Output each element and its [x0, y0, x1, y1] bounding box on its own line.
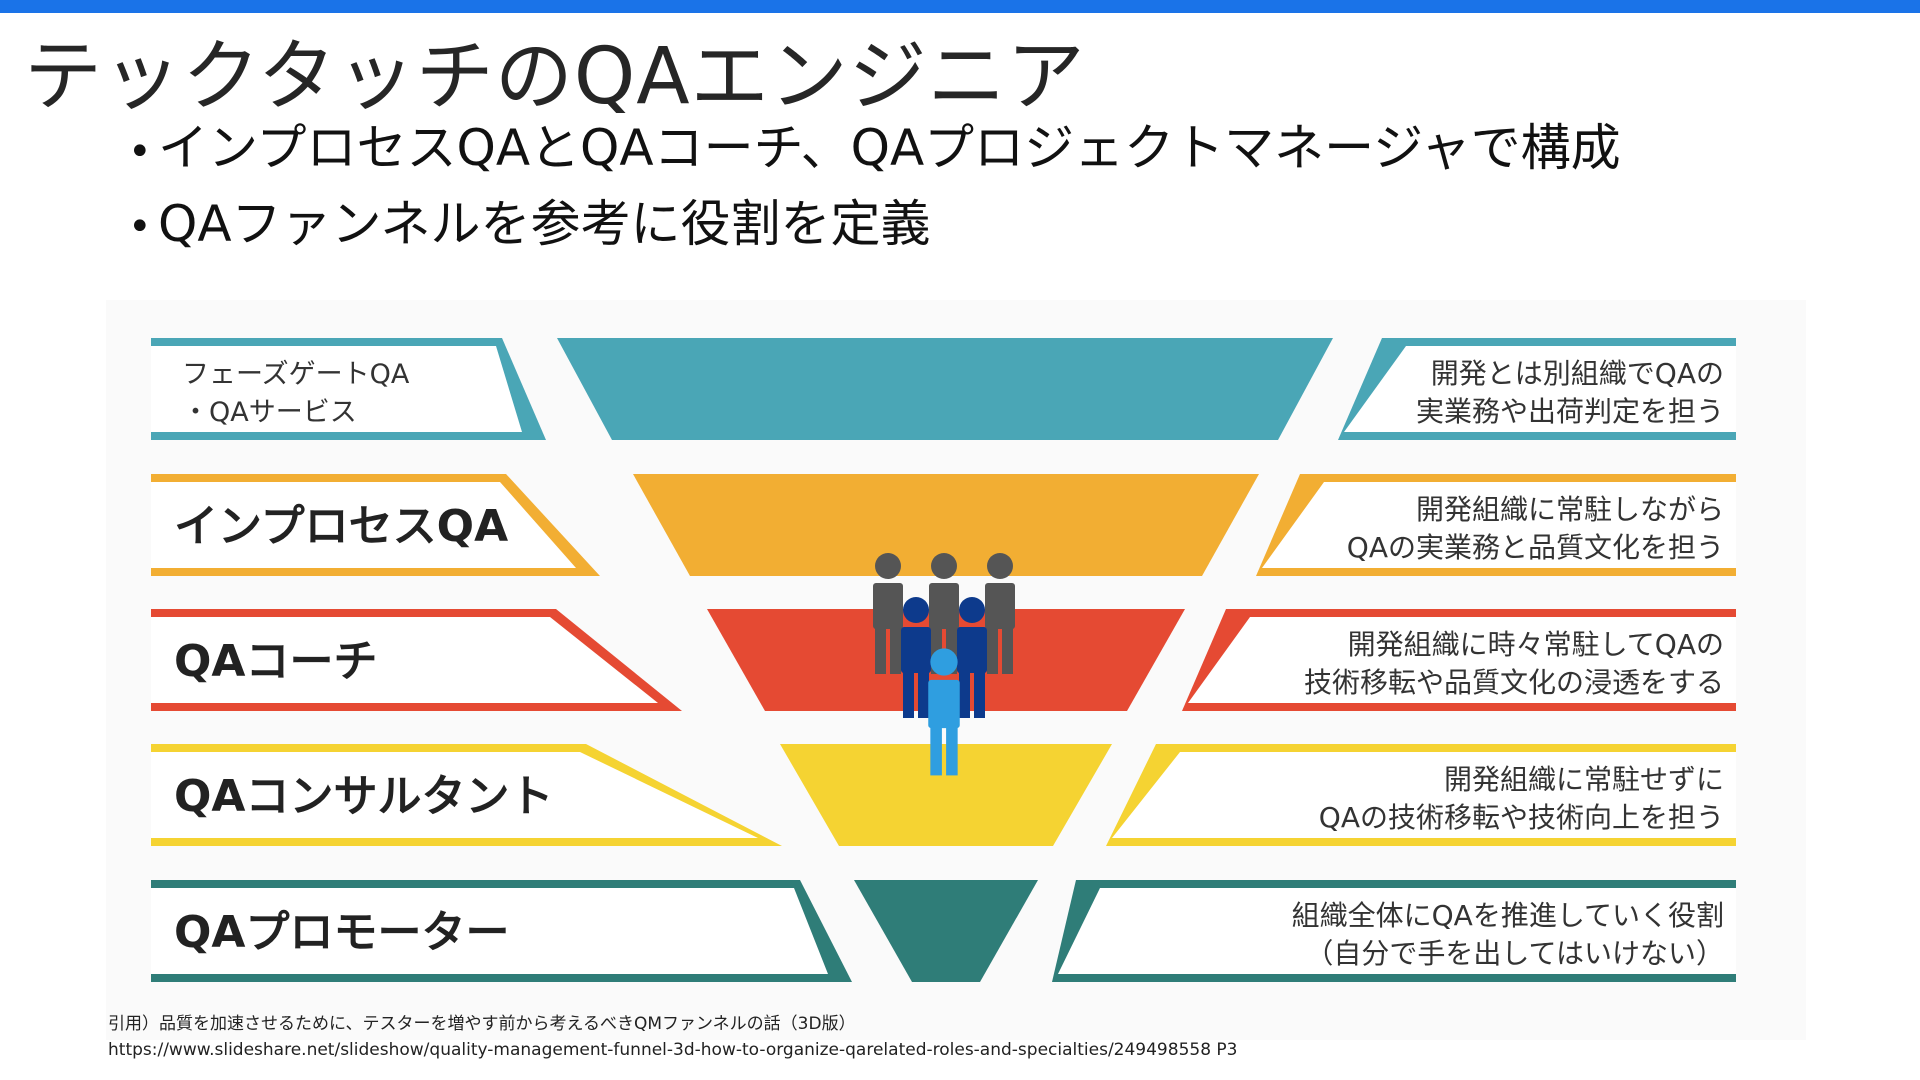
person-icon: [931, 553, 957, 579]
person-icon: [985, 583, 1015, 629]
person-icon: [974, 670, 985, 718]
person-icon: [957, 627, 987, 673]
role-tile: [151, 346, 522, 432]
person-icon: [930, 725, 942, 776]
person-icon: [873, 583, 903, 629]
role-label: インプロセスQA: [174, 501, 508, 552]
citation-text: 引用）品質を加速させるために、テスターを増やす前から考えるべきQMファンネルの話…: [108, 1014, 856, 1034]
role-description: 開発組織に時々常駐してQAの: [1348, 628, 1724, 661]
role-description: （自分で手を出してはいけない）: [1305, 937, 1724, 970]
role-tile: [151, 482, 576, 568]
top-accent-bar: [0, 0, 1920, 13]
person-icon: [903, 597, 929, 623]
role-description: QAの技術移転や技術向上を担う: [1319, 801, 1724, 834]
person-icon: [930, 648, 958, 676]
qa-funnel-diagram: フェーズゲートQA ・QAサービス 開発とは別組織でQAの実業務や出荷判定を担うイン…: [106, 300, 1806, 1040]
role-label: QAコンサルタント: [174, 771, 553, 822]
role-tile: [151, 617, 658, 703]
role-description: 実業務や出荷判定を担う: [1416, 395, 1724, 428]
role-description: 開発組織に常駐しながら: [1416, 493, 1724, 526]
role-tile: [151, 888, 828, 974]
role-description: 組織全体にQAを推進していく役割: [1292, 899, 1724, 932]
qa-funnel-svg: フェーズゲートQA ・QAサービス 開発とは別組織でQAの実業務や出荷判定を担うイン…: [151, 338, 1736, 982]
description-tile: [1058, 888, 1736, 974]
person-icon: [918, 670, 929, 718]
person-icon: [875, 626, 886, 674]
bullet-list: •インプロセスQAとQAコーチ、QAプロジェクトマネージャで構成 •QAファンネ…: [128, 112, 1621, 263]
person-icon: [987, 626, 998, 674]
person-icon: [987, 553, 1013, 579]
role-description: 開発組織に常駐せずに: [1444, 763, 1724, 796]
slide-title: テックタッチのQAエンジニア: [24, 32, 1086, 122]
role-label: ・QAサービス: [182, 397, 357, 428]
person-icon: [875, 553, 901, 579]
bullet-dot-icon: •: [128, 204, 152, 250]
person-icon: [903, 670, 914, 718]
bullet-dot-icon: •: [128, 128, 152, 175]
role-description: QAの実業務と品質文化を担う: [1347, 531, 1724, 564]
role-label: QAコーチ: [174, 636, 377, 687]
bullet-text: QAファンネルを参考に役割を定義: [158, 194, 931, 253]
funnel-segment: [854, 880, 1038, 982]
person-icon: [931, 626, 942, 674]
bullet-text: インプロセスQAとQAコーチ、QAプロジェクトマネージャで構成: [158, 119, 1621, 177]
role-description: 開発とは別組織でQAの: [1431, 357, 1724, 390]
person-icon: [901, 627, 931, 673]
funnel-segment: [557, 338, 1333, 440]
bullet-item: •インプロセスQAとQAコーチ、QAプロジェクトマネージャで構成: [128, 112, 1621, 188]
person-icon: [928, 679, 960, 729]
funnel-segment: [633, 474, 1259, 576]
person-icon: [959, 597, 985, 623]
funnel-segment: [780, 744, 1112, 846]
role-label: フェーズゲートQA: [182, 359, 410, 390]
person-icon: [946, 725, 958, 776]
person-icon: [929, 583, 959, 629]
person-icon: [1002, 626, 1013, 674]
bullet-item: •QAファンネルを参考に役割を定義: [128, 188, 1621, 264]
role-description: 技術移転や品質文化の浸透をする: [1304, 666, 1724, 699]
description-tile: [1112, 752, 1736, 838]
person-icon: [946, 626, 957, 674]
citation-url: https://www.slideshare.net/slideshow/qua…: [108, 1040, 1238, 1060]
description-tile: [1262, 482, 1736, 568]
role-tile: [151, 752, 758, 838]
description-tile: [1344, 346, 1736, 432]
description-tile: [1188, 617, 1736, 703]
role-label: QAプロモーター: [174, 907, 509, 958]
person-icon: [890, 626, 901, 674]
person-icon: [959, 670, 970, 718]
